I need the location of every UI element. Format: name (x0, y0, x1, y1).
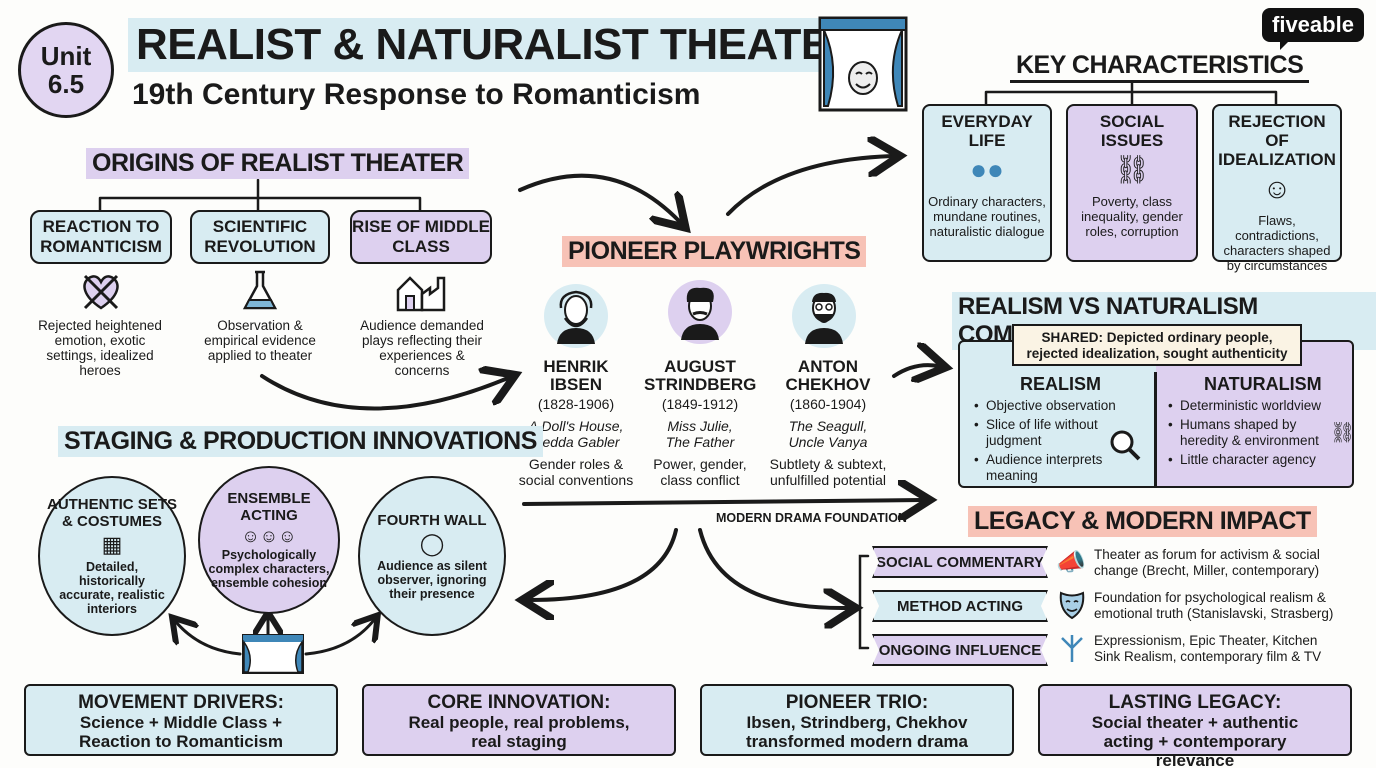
characteristics-title: KEY CHARACTERISTICS (1010, 50, 1310, 83)
face-icon: ☺ (1262, 173, 1292, 204)
house-factory-icon (396, 270, 446, 320)
playwright-years-ibsen: (1828-1906) (537, 396, 615, 412)
legacy-title: LEGACY & MODERN IMPACT (968, 506, 1317, 537)
origin-desc-romanticism: Rejected heightened emotion, exotic sett… (38, 318, 162, 378)
magnifying-glass-icon (1108, 428, 1142, 467)
naturalism-point: Humans shaped by heredity & environment (1168, 417, 1332, 449)
people-group-icon: ☺☺☺ (241, 526, 297, 546)
flask-icon (240, 270, 280, 320)
summary-pioneer-trio: PIONEER TRIO: Ibsen, Strindberg, Chekhov… (700, 684, 1014, 756)
naturalism-point: Deterministic worldview (1168, 398, 1332, 414)
unit-badge: Unit 6.5 (18, 22, 114, 118)
summary-core-innovation: CORE INNOVATION: Real people, real probl… (362, 684, 676, 756)
legacy-ribbon-ongoing-influence: ONGOING INFLUENCE (872, 634, 1048, 666)
branching-arrows-icon (1056, 632, 1088, 669)
staging-title: STAGING & PRODUCTION INNOVATIONS (58, 426, 543, 457)
legacy-desc-ongoing-influence: Expressionism, Epic Theater, Kitchen Sin… (1094, 633, 1322, 664)
playwright-works-ibsen: A Doll's House, Hedda Gabler (528, 418, 624, 450)
legacy-desc-method-acting: Foundation for psychological realism & e… (1094, 590, 1334, 621)
realism-title: REALISM (1020, 374, 1101, 394)
shared-banner: SHARED: Depicted ordinary people, reject… (1012, 324, 1302, 366)
playwright-name-ibsen: HENRIK IBSEN (543, 357, 609, 394)
char-card-social-issues: SOCIAL ISSUES ⛓ Poverty, class inequalit… (1066, 104, 1198, 262)
modern-drama-foundation-label: MODERN DRAMA FOUNDATION (716, 511, 907, 525)
crossed-heart-icon (76, 272, 126, 320)
portrait-chekhov (792, 284, 856, 348)
playwright-name-strindberg: AUGUST STRINDBERG (644, 357, 757, 394)
naturalism-points: Deterministic worldview Humans shaped by… (1168, 398, 1332, 471)
playwright-works-strindberg: Miss Julie, The Father (665, 418, 735, 450)
comparison-divider (1154, 372, 1157, 486)
portrait-strindberg (668, 280, 732, 344)
origin-desc-scientific: Observation & empirical evidence applied… (204, 318, 316, 363)
playwright-years-strindberg: (1849-1912) (661, 396, 739, 412)
char-card-everyday-life: EVERYDAY LIFE ●● Ordinary characters, mu… (922, 104, 1052, 262)
portrait-ibsen (544, 284, 608, 348)
hidden-eye-icon: ◯ (419, 530, 445, 556)
realism-points: Objective observation Slice of life with… (974, 398, 1124, 487)
fiveable-logo: fiveable (1262, 8, 1364, 42)
realism-point: Slice of life without judgment (974, 417, 1124, 449)
char-card-rejection-idealization: REJECTION OF IDEALIZATION ☺ Flaws, contr… (1212, 104, 1342, 273)
legacy-ribbon-method-acting: METHOD ACTING (872, 590, 1048, 622)
origin-box-romanticism: REACTION TO ROMANTICISM (30, 210, 172, 264)
summary-movement-drivers: MOVEMENT DRIVERS: Science + Middle Class… (24, 684, 338, 756)
mask-icon (1058, 590, 1086, 625)
staging-circle-sets: AUTHENTIC SETS & COSTUMES ▦ Detailed, hi… (38, 476, 186, 636)
playwright-years-chekhov: (1860-1904) (789, 396, 867, 412)
theater-curtain-icon (818, 16, 908, 112)
staging-circle-fourth-wall: FOURTH WALL ◯ Audience as silent observe… (358, 476, 506, 636)
broken-chain-icon: ⛓ (1114, 154, 1150, 185)
staging-circle-ensemble: ENSEMBLE ACTING ☺☺☺ Psychologically comp… (198, 466, 340, 614)
unit-label: Unit (40, 41, 92, 71)
stage-curtain-icon (241, 633, 305, 679)
summary-lasting-legacy: LASTING LEGACY: Social theater + authent… (1038, 684, 1352, 768)
legacy-ribbon-social-commentary: SOCIAL COMMENTARY (872, 546, 1048, 578)
playwright-name-chekhov: ANTON CHEKHOV (785, 357, 871, 394)
unit-number: 6.5 (47, 69, 85, 99)
origins-title: ORIGINS OF REALIST THEATER (86, 148, 470, 179)
naturalism-point: Little character agency (1168, 452, 1332, 468)
legacy-desc-social-commentary: Theater as forum for activism & social c… (1094, 547, 1320, 578)
playwright-theme-strindberg: Power, gender, class conflict (653, 456, 747, 488)
origin-desc-middle-class: Audience demanded plays reflecting their… (360, 318, 484, 378)
naturalism-title: NATURALISM (1204, 374, 1322, 394)
origin-box-middle-class: RISE OF MIDDLE CLASS (350, 210, 492, 264)
page-title: REALIST & NATURALIST THEATER (128, 18, 869, 72)
realism-point: Audience interprets meaning (974, 452, 1124, 484)
playwright-theme-chekhov: Subtlety & subtext, unfulfilled potentia… (769, 456, 887, 488)
playwrights-title: PIONEER PLAYWRIGHTS (562, 236, 867, 267)
people-group-icon: ●● (970, 154, 1004, 185)
megaphone-icon: 📣 (1056, 549, 1086, 576)
stage-icon: ▦ (101, 532, 123, 557)
playwright-works-chekhov: The Seagull, Uncle Vanya (788, 418, 868, 450)
logo-tail (1280, 40, 1290, 50)
page-subtitle: 19th Century Response to Romanticism (132, 78, 701, 111)
origin-box-scientific: SCIENTIFIC REVOLUTION (190, 210, 330, 264)
realism-point: Objective observation (974, 398, 1124, 414)
chain-link-icon: ⛓ (1330, 422, 1356, 444)
playwright-theme-ibsen: Gender roles & social conventions (518, 456, 634, 488)
